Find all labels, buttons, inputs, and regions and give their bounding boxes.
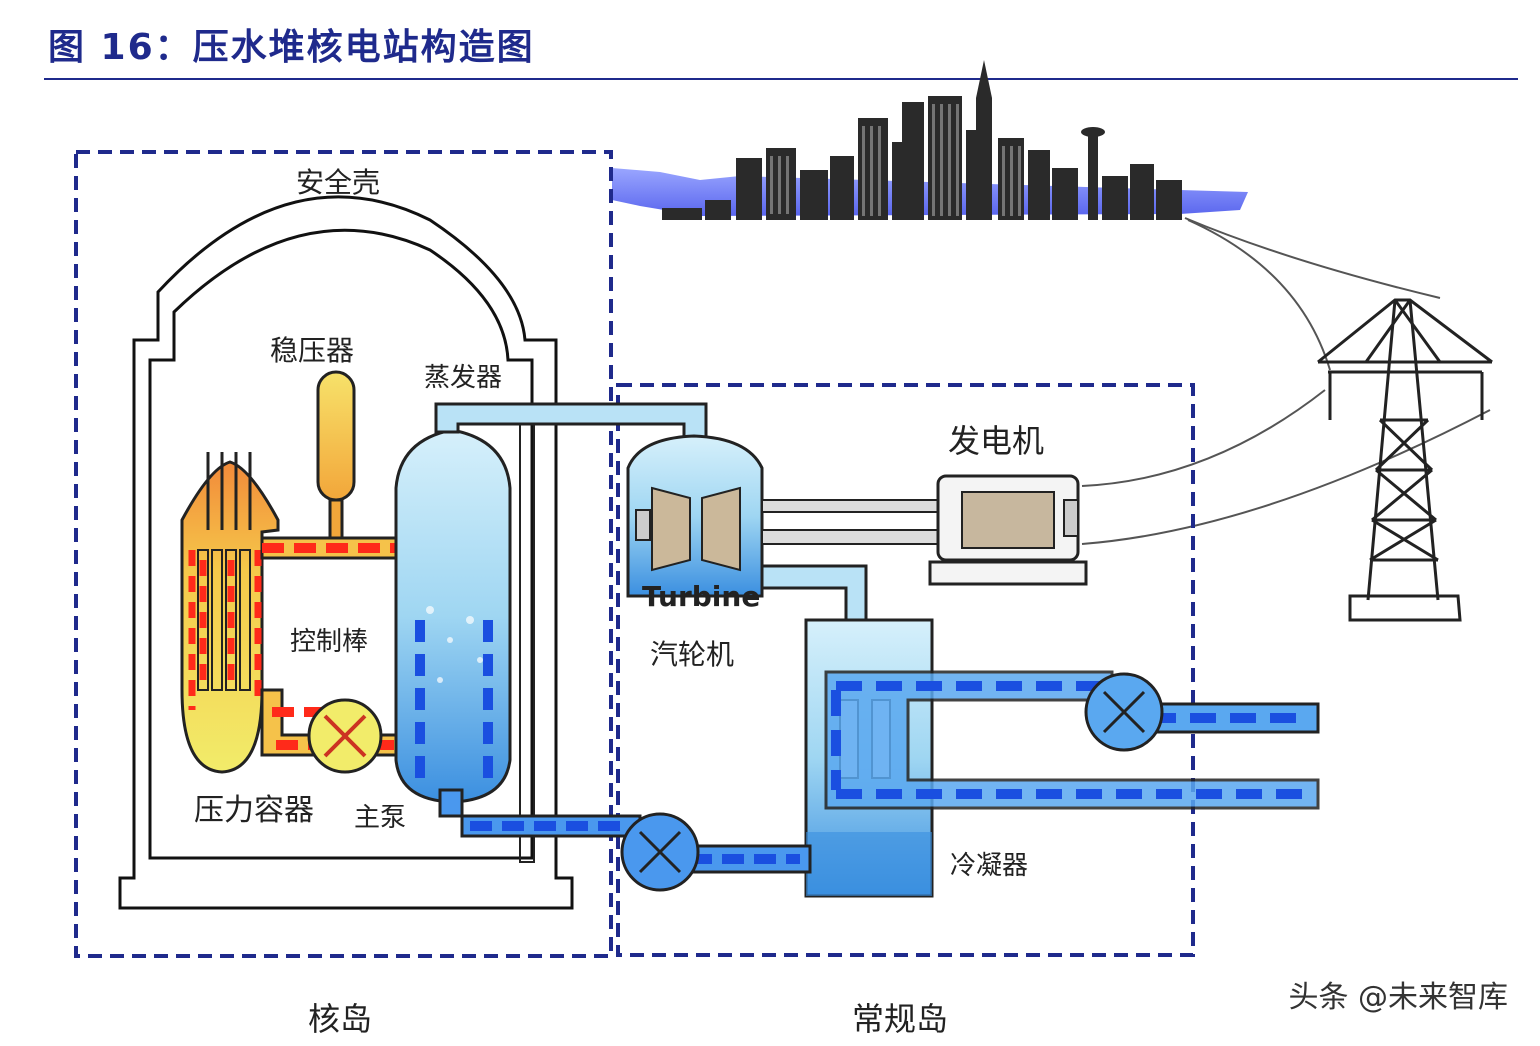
figure-title: 图 16：压水堆核电站构造图 (48, 27, 535, 68)
label-control-rods: 控制棒 (290, 627, 368, 657)
exhaust-duct (760, 564, 868, 624)
pressure-vessel (180, 452, 280, 774)
feedwater-line (438, 788, 812, 892)
label-turbine-cn: 汽轮机 (650, 638, 734, 671)
generator (761, 474, 1088, 586)
label-conventional-island: 常规岛 (852, 1000, 948, 1038)
steam-generator (394, 428, 512, 804)
label-turbine-en: Turbine (642, 580, 760, 613)
label-containment: 安全壳 (296, 166, 380, 199)
conventional-island-box (616, 383, 1195, 957)
nuclear-island-box (74, 150, 613, 958)
transmission-tower (1317, 298, 1493, 622)
label-pressure-vessel: 压力容器 (194, 793, 314, 828)
label-condenser: 冷凝器 (950, 851, 1028, 881)
turbine (626, 434, 764, 598)
city-skyline (612, 60, 1248, 220)
watermark-text: 头条 @未来智库 (1288, 980, 1508, 1015)
cooling-loop (824, 670, 1320, 810)
transmission-lines (1081, 217, 1491, 545)
containment-building (118, 195, 574, 910)
label-pressurizer: 稳压器 (270, 334, 354, 367)
title-divider (44, 78, 1518, 80)
pressurizer (316, 370, 356, 546)
label-main-pump: 主泵 (354, 803, 406, 833)
label-generator: 发电机 (948, 422, 1044, 460)
label-nuclear-island: 核岛 (308, 1000, 372, 1038)
label-steam-generator: 蒸发器 (424, 363, 502, 393)
main-pump (307, 698, 383, 774)
